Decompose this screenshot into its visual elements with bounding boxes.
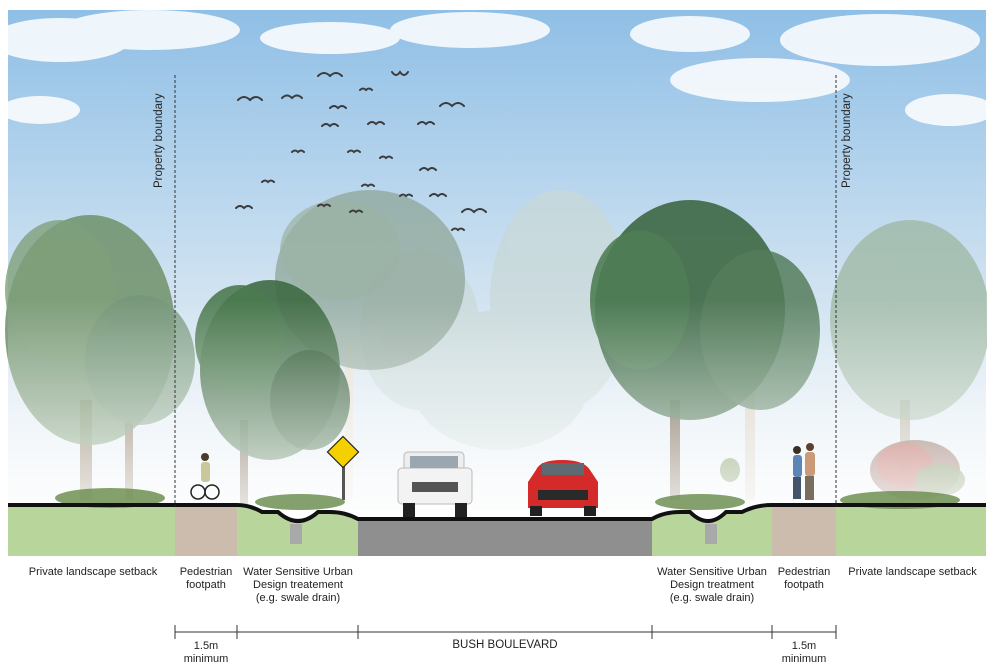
property-boundary-label-right: Property boundary	[841, 93, 853, 188]
label-private-setback-left: Private landscape setback	[28, 566, 158, 578]
label-private-setback-right: Private landscape setback	[848, 566, 977, 578]
pedestrians	[793, 443, 815, 500]
cyclist	[190, 453, 220, 500]
property-boundary-label-left: Property boundary	[153, 93, 165, 188]
wildlife-sign	[326, 435, 360, 500]
white-pickup-truck	[397, 451, 473, 517]
ground	[8, 506, 986, 556]
dimension-line	[174, 625, 837, 639]
road-label: BUSH BOULEVARD	[452, 639, 558, 651]
red-car	[528, 460, 598, 516]
ground-profile-line	[8, 503, 986, 523]
haze	[8, 300, 986, 510]
birds	[235, 70, 487, 232]
clouds	[0, 10, 987, 126]
